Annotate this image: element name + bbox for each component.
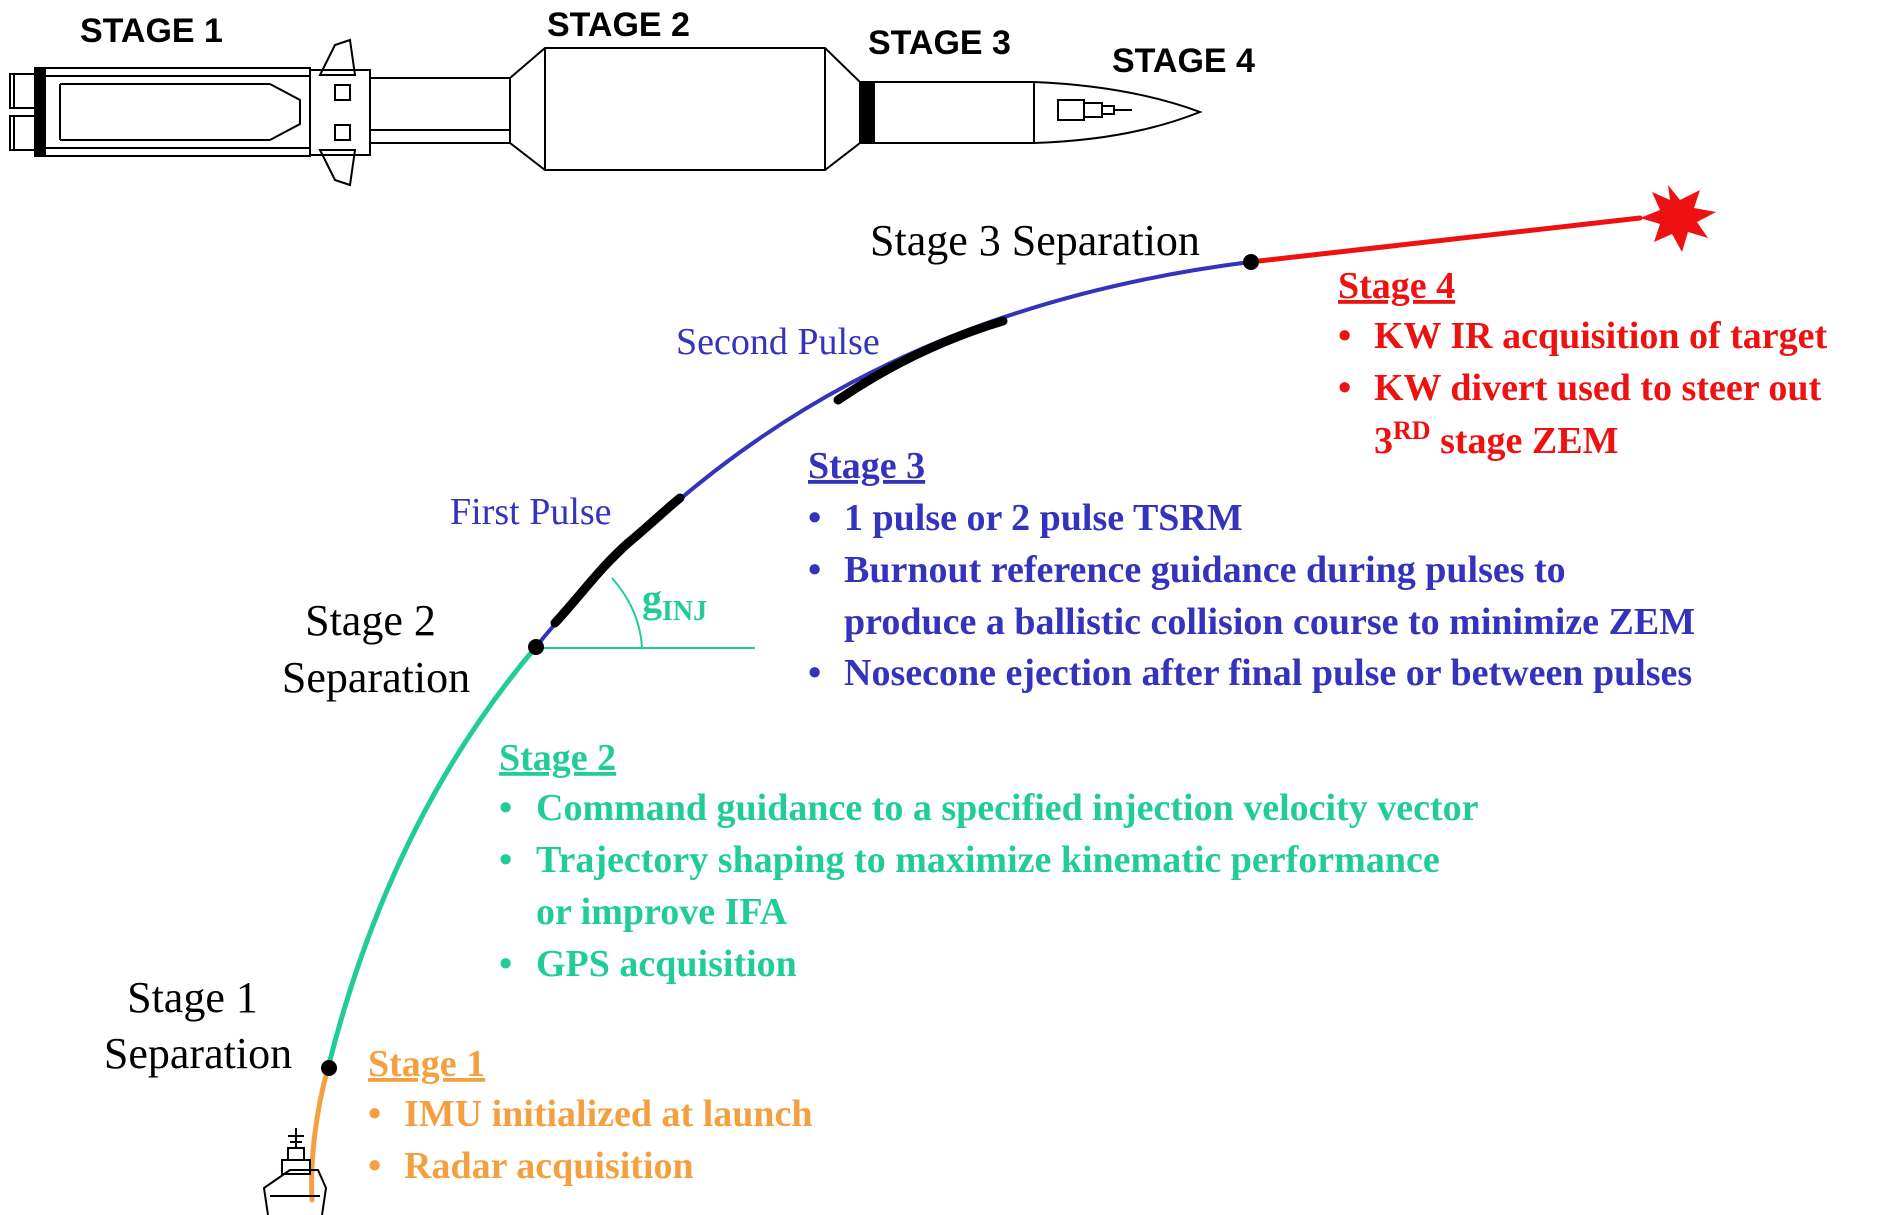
stage1-interstage-fins [309,38,371,187]
stage3-bullet-2: • Burnout reference guidance during puls… [808,549,1566,591]
stage3-separation-label: Stage 3 Separation [870,216,1200,265]
missile-stage4-label: STAGE 4 [1112,42,1255,80]
trajectory [309,215,1643,1203]
stage1-bullet-1: • IMU initialized at launch [368,1093,813,1135]
stage1-heading: Stage 1 [368,1043,485,1085]
injection-angle-label: gINJ [642,576,707,627]
stage1-bullet-1-text: IMU initialized at launch [404,1093,813,1135]
missile-stage3-label: STAGE 3 [868,24,1011,62]
stage4-zem-superscript: RD [1393,416,1431,445]
stage3-bullet-2-text: Burnout reference guidance during pulses… [844,549,1566,591]
stage1-bullet-1-marker: • [368,1093,381,1135]
stage4-description: Stage 4 • KW IR acquisition of target • … [1338,265,1828,462]
trajectory-stage4-segment [1247,215,1643,265]
stage4-bullet-2: • KW divert used to steer out [1338,367,1822,409]
injection-angle-symbol: g [642,576,662,621]
stage2-bullet-2-marker: • [499,839,512,881]
stage3-description: Stage 3 • 1 pulse or 2 pulse TSRM • Burn… [808,445,1695,694]
stage3-bullet-1-text: 1 pulse or 2 pulse TSRM [844,497,1243,539]
stage2-bullet-2-continuation: or improve IFA [536,891,788,933]
stage1-separation-dot [321,1060,337,1076]
stage3-bullet-2-marker: • [808,549,821,591]
stage4-nosecone [1033,80,1203,145]
stage2-bullet-1: • Command guidance to a specified inject… [499,787,1479,829]
stage1-description: Stage 1 • IMU initialized at launch • Ra… [368,1043,813,1187]
missile-stage2-label: STAGE 2 [547,6,690,44]
target-intercept-burst [1640,185,1716,252]
stage2-separation-label: Stage 2 Separation [282,596,470,702]
stage4-bullet-2-continuation: 3RD stage ZEM [1374,416,1618,462]
stage1-bullet-2-marker: • [368,1145,381,1187]
stage1-bullet-2-text: Radar acquisition [404,1145,694,1187]
trajectory-stage1-segment [309,1065,331,1203]
stage4-bullet-1: • KW IR acquisition of target [1338,315,1828,357]
stage3-separation-dot [1243,254,1259,270]
stage2-heading: Stage 2 [499,737,616,779]
stage2-bullet-3-marker: • [499,943,512,985]
stage2-separation-line2: Separation [282,653,470,702]
stage2-bullet-1-text: Command guidance to a specified injectio… [536,787,1479,829]
stage4-bullet-1-text: KW IR acquisition of target [1374,315,1828,357]
first-pulse-burn [550,493,685,628]
stage4-heading: Stage 4 [1338,265,1455,307]
second-pulse-label: Second Pulse [676,321,880,363]
first-pulse-label: First Pulse [450,491,612,533]
missile-illustration [9,38,1203,187]
stage1-bullet-2: • Radar acquisition [368,1145,694,1187]
stage4-zem-suffix: stage ZEM [1431,420,1619,462]
stage3-bullet-3-marker: • [808,652,821,694]
injection-angle-subscript: INJ [662,596,707,627]
stage3-bullet-1-marker: • [808,497,821,539]
stage2-bullet-2-text: Trajectory shaping to maximize kinematic… [536,839,1440,881]
launch-ship-icon [262,1128,328,1215]
stage4-bullet-1-marker: • [1338,315,1351,357]
missile-stage1-label: STAGE 1 [80,12,223,50]
stage2-separation-dot [528,639,544,655]
stage1-separation-line2: Separation [104,1029,292,1078]
stage3-body [859,81,1035,144]
stage3-bullet-3-text: Nosecone ejection after final pulse or b… [844,652,1692,694]
stage1-nozzles [9,67,46,157]
stage2-bullet-3-text: GPS acquisition [536,943,797,985]
injection-angle-indicator [535,577,755,649]
stage3-bullet-1: • 1 pulse or 2 pulse TSRM [808,497,1243,539]
stage2-description: Stage 2 • Command guidance to a specifie… [499,737,1479,985]
stage4-bullet-2-marker: • [1338,367,1351,409]
stage3-bullet-2-continuation: produce a ballistic collision course to … [844,601,1695,643]
stage1-separation-label: Stage 1 Separation [104,973,292,1078]
second-pulse-burn [833,316,1008,405]
stage2-body [369,47,861,171]
stage3-heading: Stage 3 [808,445,925,487]
injection-angle-arc [611,577,643,649]
stage1-body [44,67,311,157]
stage4-bullet-2-text: KW divert used to steer out [1374,367,1822,409]
stage2-bullet-1-marker: • [499,787,512,829]
stage2-separation-line1: Stage 2 [305,596,436,645]
stage2-bullet-2: • Trajectory shaping to maximize kinemat… [499,839,1440,881]
trajectory-stage2-segment [325,645,538,1071]
stage2-bullet-3: • GPS acquisition [499,943,797,985]
stage4-zem-prefix: 3 [1374,420,1393,462]
stage3-bullet-3: • Nosecone ejection after final pulse or… [808,652,1692,694]
stage1-separation-line1: Stage 1 [127,973,258,1022]
